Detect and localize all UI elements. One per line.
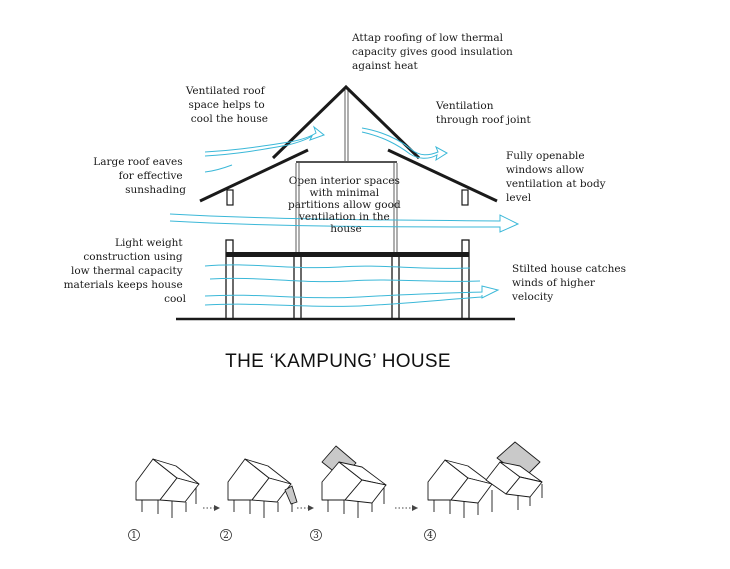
wind-arrow-roof-right (361, 127, 448, 162)
step-number-4: 4 (427, 531, 433, 541)
wind-line-below-2 (209, 277, 481, 283)
wind-line-below-1 (204, 264, 471, 269)
house-sketch-step-3 (321, 445, 387, 518)
annotation-openable-windows: Fully openable windows allow ventilation… (505, 150, 609, 204)
wind-arrow-body-level (169, 213, 520, 233)
stilt-post-mid-left (293, 254, 302, 320)
house-section (176, 84, 515, 321)
growth-sequence: 1 2 (128, 441, 543, 541)
step-number-2: 2 (223, 531, 229, 541)
step-circle-2 (220, 529, 232, 541)
annotation-ventilation-roof-joint: Ventilation through roof joint (435, 100, 531, 126)
stilt-post-left (225, 239, 234, 320)
house-sketch-step-1 (135, 458, 200, 518)
step-number-1: 1 (131, 531, 137, 541)
lower-roof-left (199, 148, 309, 203)
lower-roof-right (387, 148, 498, 203)
annotation-large-roof-eaves: Large roof eaves for effective sunshadin… (93, 156, 186, 196)
annotation-light-weight: Light weight construction using low ther… (64, 237, 187, 305)
stilt-post-mid-right (391, 254, 400, 320)
annotation-ventilated-roof-space: Ventilated roof space helps to cool the … (185, 85, 268, 125)
annotation-stilted-house: Stilted house catches winds of higher ve… (511, 263, 629, 303)
wind-line-below-3 (204, 296, 483, 307)
annotation-attap-roofing: Attap roofing of low thermal capacity gi… (351, 32, 516, 72)
diagram-title: THE ‘KAMPUNG’ HOUSE (225, 351, 451, 372)
wind-arrow-roof-left (204, 125, 326, 157)
step-circle-4 (424, 529, 436, 541)
upper-roof (271, 84, 421, 160)
raised-floor (226, 252, 469, 257)
wind-arrows (169, 125, 520, 307)
step-number-3: 3 (313, 531, 319, 541)
step-circle-1 (128, 529, 140, 541)
eave-wall-left (226, 189, 234, 206)
annotation-open-interior: Open interior spaces with minimal partit… (288, 175, 404, 235)
stilt-post-right (461, 239, 470, 320)
house-sketch-step-4 (427, 441, 543, 518)
wind-arrow-stilt (204, 285, 500, 299)
eave-wall-right (461, 189, 469, 206)
interior-partitions (295, 163, 398, 252)
house-sketch-step-2 (227, 458, 298, 518)
wind-arrow-eave-left (204, 164, 233, 173)
step-circle-3 (310, 529, 322, 541)
king-post (344, 90, 349, 161)
